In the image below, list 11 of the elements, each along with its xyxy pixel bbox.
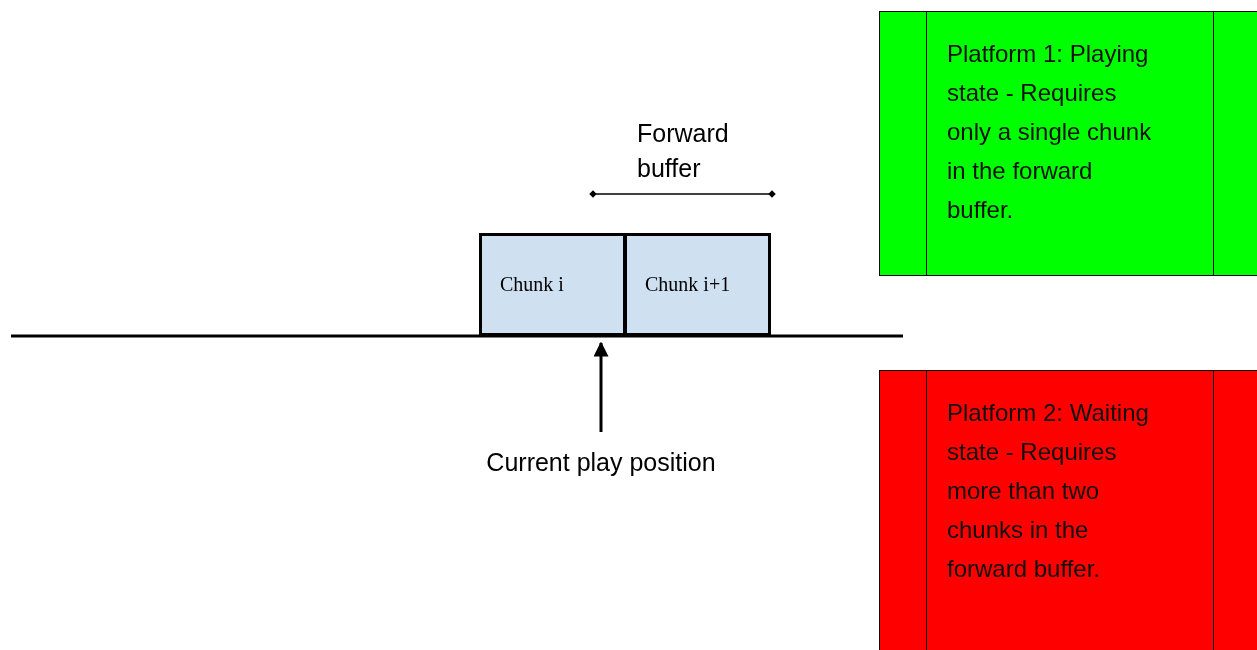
dimension-label: Forward buffer [637,118,730,184]
chunk-box [479,233,626,336]
state-box [879,11,1257,276]
arrow [593,341,609,432]
state-description: Platform 2: Waiting state - Requires more than two chunks in the forward buffer. [947,398,1150,584]
chunk-box [624,233,771,336]
state-box [879,370,1257,650]
caption-text: Current play position [450,448,752,484]
state-description: Platform 1: Playing state - Requires only a single chunk in the forward buffer. [947,39,1152,225]
chunk-label: Chunk i [500,273,564,296]
chunk-label: Chunk i+1 [645,273,731,296]
